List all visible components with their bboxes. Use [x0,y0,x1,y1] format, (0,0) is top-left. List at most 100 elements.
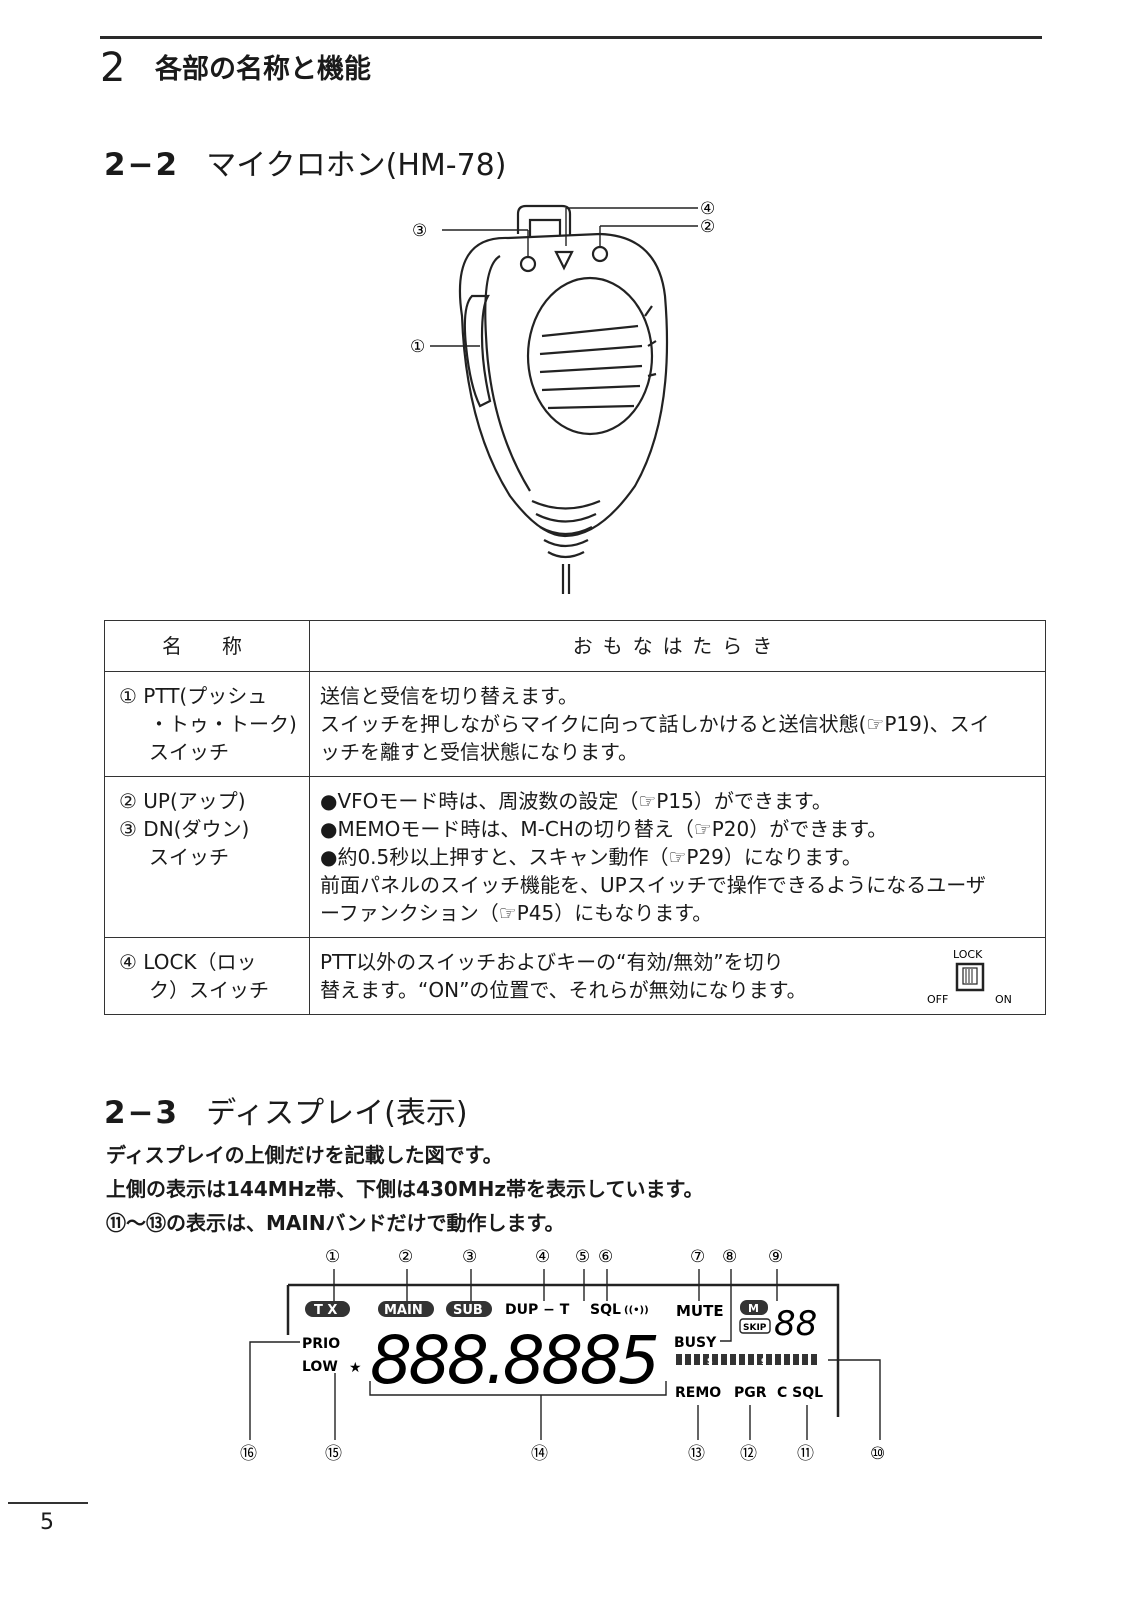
signal-icon: ((•)) [624,1305,649,1316]
desc-line: ●MEMOモード時は、M-CHの切り替え（☞P20）ができます。 [320,817,888,841]
callout-top-8: ⑧ [722,1247,737,1267]
speaker-slots [539,324,643,410]
callout-2: ② [700,217,715,237]
callout-bottom-14: ⑭ [531,1444,548,1464]
table-row: ② UP(アップ) ③ DN(ダウン) スイッチ ●VFOモード時は、周波数の設… [104,776,1046,938]
mic-hanger [516,204,572,236]
display-intro-line: ディスプレイの上側だけを記載した図です。 [106,1143,503,1167]
name-line: スイッチ [149,740,229,764]
prio-indicator: PRIO [302,1336,340,1352]
skip-indicator [739,1318,771,1334]
sub-indicator-label: SUB [453,1303,483,1318]
chapter-title: 各部の名称と機能 [155,54,371,85]
desc-line: 送信と受信を切り替えます。 [320,684,578,708]
callout-bottom-11: ⑪ [797,1444,814,1464]
star-indicator: ★ [349,1360,362,1376]
callout-top-3: ③ [462,1247,477,1267]
table-cell-name: ④ LOCK（ロッ ク）スイッチ [104,937,310,1015]
table-cell-name: ② UP(アップ) ③ DN(ダウン) スイッチ [104,776,310,938]
mic-body-outline [458,232,669,538]
callout-bottom-16: ⑯ [240,1444,257,1464]
table-cell-description: 送信と受信を切り替えます。 スイッチを押しながらマイクに向って話しかけると送信状… [309,671,1046,777]
section-number: 2−3 [104,1095,180,1131]
ptt-switch-shape [463,294,492,408]
callout-top-9: ⑨ [768,1247,783,1267]
lock-switch-diagram: LOCK OFF ON [927,948,1012,1006]
m-indicator [740,1300,768,1315]
desc-line: ッチを離すと受信状態になります。 [320,740,638,764]
desc-line: ●約0.5秒以上押すと、スキャン動作（☞P29）になります。 [320,845,862,869]
name-line: ② UP(アップ) [119,789,246,813]
name-line: ク）スイッチ [149,978,269,1002]
low-indicator: LOW [302,1359,338,1375]
csql-indicator: C SQL [777,1385,823,1401]
table-header-row: 名 称 おもなはたらき [104,620,1046,672]
table-cell-description: ●VFOモード時は、周波数の設定（☞P15）ができます。 ●MEMOモード時は、… [309,776,1046,938]
side-ridges [644,305,657,378]
leader-10 [828,1359,881,1440]
meter-s-label: S [707,1357,713,1366]
callout-bottom-12: ⑫ [740,1444,757,1464]
table-header-name: 名 称 [104,620,310,672]
sql-indicator: SQL [590,1302,621,1318]
dup-indicator: DUP − T [505,1302,570,1318]
desc-line: 前面パネルのスイッチ機能を、UPスイッチで操作できるようになるユーザ [320,873,986,897]
callout-top-4: ④ [535,1247,550,1267]
remo-indicator: REMO [675,1385,721,1401]
callout-3: ③ [412,221,427,241]
top-rule [100,36,1042,39]
callout-top-2: ② [398,1247,413,1267]
leader-8 [720,1269,732,1342]
speaker-grille-outline [526,276,654,436]
table-header-function: おもなはたらき [309,620,1046,672]
tx-indicator [305,1301,350,1317]
table-row: ④ LOCK（ロッ ク）スイッチ PTT以外のスイッチおよびキーの“有効/無効”… [104,937,1046,1015]
desc-line: PTT以外のスイッチおよびキーの“有効/無効”を切り [320,950,784,974]
microphone-figure: ③ ④ ② ① [410,199,715,594]
channel-digits: 88 [774,1304,817,1344]
display-intro-line: ⑪〜⑬の表示は、MAINバンドだけで動作します。 [106,1211,565,1235]
name-line: ④ LOCK（ロッ [119,950,257,974]
section-title: ディスプレイ(表示) [206,1096,468,1131]
lock-label: LOCK [953,948,983,961]
dn-button-shape [519,255,537,273]
frequency-digits: 888.8885 [370,1322,660,1399]
display-figure: ① ② ③ ④ ⑤ ⑥ ⑦ ⑧ ⑨ T X MAIN SUB DUP − T S… [240,1247,885,1464]
desc-line: 替えます。“ON”の位置で、それらが無効になります。 [320,978,807,1002]
tx-indicator-label: T X [314,1303,337,1318]
callout-1: ① [410,337,425,357]
page-number: 5 [40,1510,54,1535]
switch-knob-ridges [965,969,973,983]
callout-top-7: ⑦ [690,1247,705,1267]
name-line: ③ DN(ダウン) [119,817,250,841]
callout-top-5: ⑤ [575,1247,590,1267]
leader-16 [249,1341,300,1440]
sub-indicator [446,1301,492,1317]
mic-body-edge [484,255,531,492]
switch-on-label: ON [995,993,1012,1006]
section-title: マイクロホン(HM-78) [206,148,507,183]
callout-top-6: ⑥ [598,1247,613,1267]
mic-cord [561,564,571,594]
table-cell-description: PTT以外のスイッチおよびキーの“有効/無効”を切り 替えます。“ON”の位置で… [309,937,1046,1015]
m-indicator-label: M [748,1302,759,1315]
mic-function-table: 名 称 おもなはたらき ① PTT(プッシュ ・トゥ・トーク) スイッチ 送信と… [104,620,1046,1015]
name-line: スイッチ [149,845,229,869]
bracket-14 [369,1381,667,1396]
main-indicator [378,1301,434,1317]
callout-bottom-13: ⑬ [688,1444,705,1464]
strain-relief [531,499,601,559]
s-meter [676,1354,817,1365]
switch-knob [962,967,978,985]
section-number: 2−2 [104,147,180,183]
name-line: ① PTT(プッシュ [119,684,268,708]
display-frame [288,1283,840,1417]
mute-indicator: MUTE [676,1302,724,1320]
meter-9-label: 9 [761,1357,767,1366]
callout-bottom-15: ⑮ [325,1444,342,1464]
switch-off-label: OFF [927,993,948,1006]
lock-switch-shape [554,250,574,271]
pgr-indicator: PGR [734,1385,767,1401]
skip-indicator-label: SKIP [743,1323,767,1333]
switch-frame [955,962,985,992]
